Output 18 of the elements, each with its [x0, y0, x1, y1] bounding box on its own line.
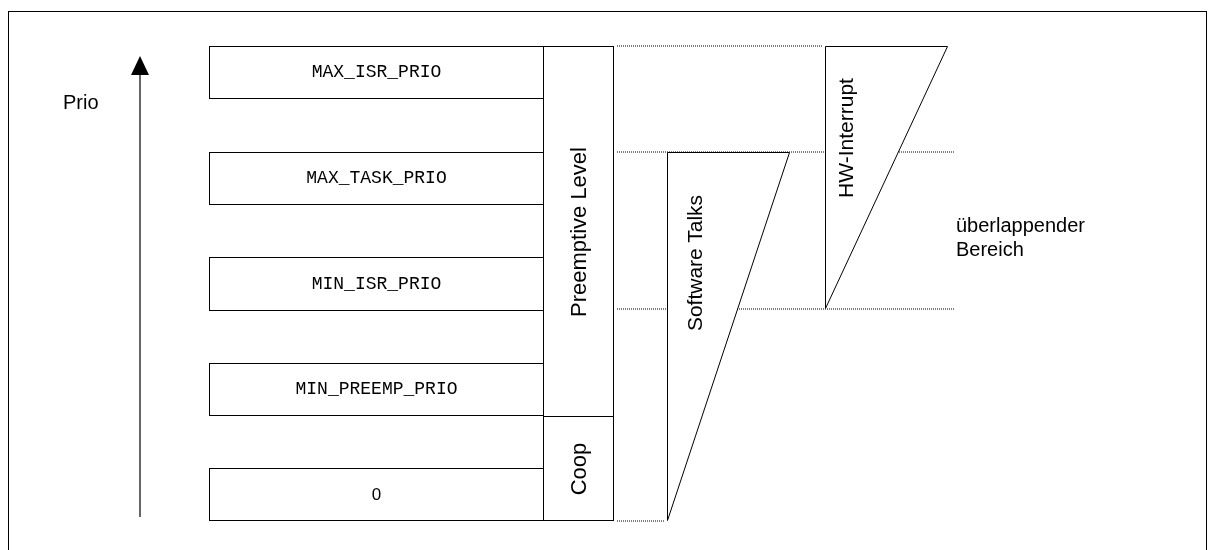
axis-label: Prio	[63, 90, 100, 114]
range-label: Software Talks	[683, 194, 705, 332]
level-label: Preemptive Level	[567, 146, 590, 317]
priority-box	[209, 46, 544, 99]
level-band	[543, 416, 614, 521]
priority-label: MIN_ISR_PRIO	[311, 272, 442, 296]
priority-box	[209, 363, 544, 416]
priority-label: MIN_PREEMP_PRIO	[295, 378, 458, 401]
priority-label: MAX_TASK_PRIO	[306, 167, 447, 190]
range-label: HW-Interrupt	[834, 78, 856, 198]
priority-box	[209, 257, 544, 311]
level-band	[543, 46, 614, 417]
priority-box	[209, 468, 544, 521]
note-text: überlappender Bereich	[956, 213, 1086, 261]
priority-label: 0	[371, 483, 382, 506]
level-label: Coop	[567, 442, 590, 495]
priority-label: MAX_ISR_PRIO	[311, 61, 442, 84]
priority-box	[209, 152, 544, 205]
